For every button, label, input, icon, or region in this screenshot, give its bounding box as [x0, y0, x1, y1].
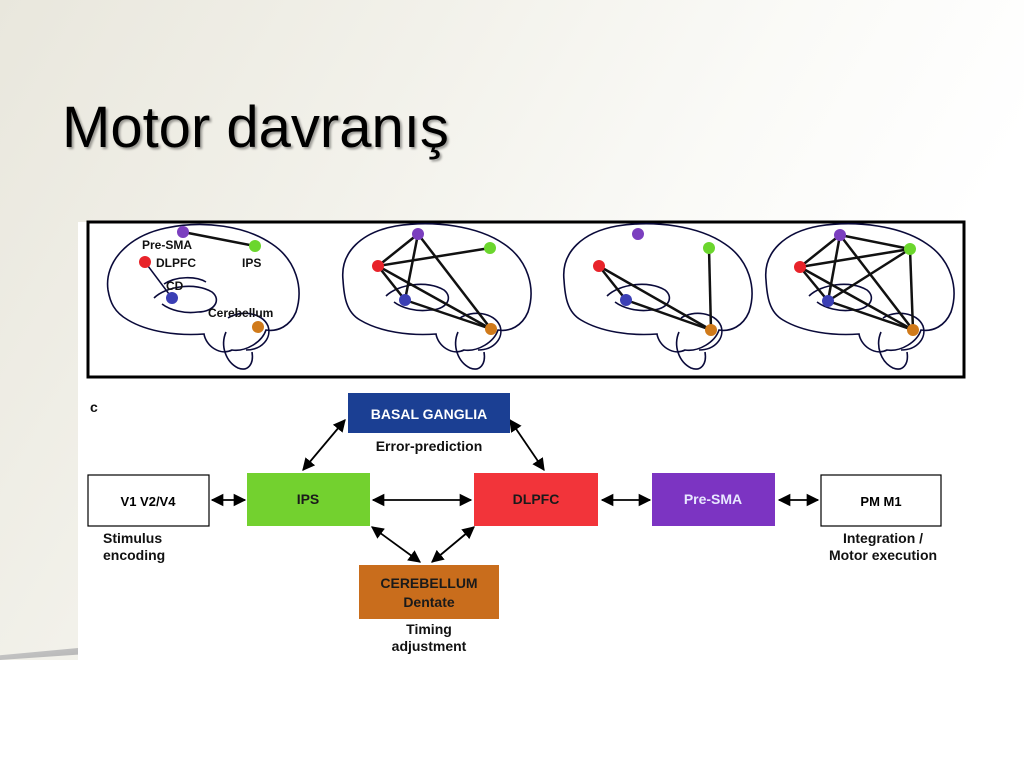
cerebellum-box-label-2: Dentate	[403, 594, 455, 610]
cerebellum-node-3	[705, 324, 717, 336]
integration-caption-2: Motor execution	[829, 547, 937, 563]
dlpfc-node-2	[372, 260, 384, 272]
stimulus-caption-1: Stimulus	[103, 530, 162, 546]
brain-panel: Pre-SMA DLPFC IPS CD Cerebellum	[86, 220, 966, 379]
diagram-arrows	[210, 418, 820, 563]
v1-v2v4-label: V1 V2/V4	[121, 494, 177, 509]
timing-caption-2: adjustment	[392, 638, 467, 654]
cd-node-4	[822, 295, 834, 307]
cerebellum-box-label-1: CEREBELLUM	[380, 575, 477, 591]
brain-3-connections	[598, 247, 713, 332]
pre-sma-node-3	[632, 228, 644, 240]
ips-box	[247, 473, 370, 526]
cerebellum-label: Cerebellum	[208, 306, 273, 320]
brain-outline-1	[106, 223, 300, 370]
arrow-ips-cerebellum	[370, 526, 422, 563]
dlpfc-node-3	[593, 260, 605, 272]
error-prediction-caption: Error-prediction	[376, 438, 483, 454]
cd-node-3	[620, 294, 632, 306]
cerebellum-box	[359, 565, 499, 619]
cerebellum-node-1	[252, 321, 264, 333]
basal-ganglia-label: BASAL GANGLIA	[371, 406, 487, 422]
dlpfc-node-1	[139, 256, 151, 268]
dlpfc-box	[474, 473, 598, 526]
pm-m1-label: PM M1	[860, 494, 901, 509]
brain-outline-2	[342, 222, 532, 370]
slide-footer-area	[0, 660, 1024, 768]
arrow-dlpfc-cerebellum	[431, 526, 475, 563]
arrow-bg-dlpfc	[509, 418, 545, 472]
cd-node-2	[399, 294, 411, 306]
ips-box-label: IPS	[297, 491, 320, 507]
slide-title: Motor davranış	[62, 95, 449, 160]
dlpfc-label: DLPFC	[156, 256, 196, 270]
timing-caption-1: Timing	[406, 621, 452, 637]
pre-sma-box-label: Pre-SMA	[684, 491, 742, 507]
ips-node-1	[249, 240, 261, 252]
panel-letter: c	[90, 399, 98, 415]
dlpfc-box-label: DLPFC	[513, 491, 560, 507]
pm-m1-box	[820, 474, 942, 527]
cerebellum-node-2	[485, 323, 497, 335]
ips-node-2	[484, 242, 496, 254]
brain-2-connections	[377, 233, 492, 331]
ips-node-4	[904, 243, 916, 255]
brain-panel-frame	[86, 220, 966, 379]
network-diagram: c BASAL GANGLIA Error-prediction V1 V2/V…	[87, 393, 942, 654]
ips-node-3	[703, 242, 715, 254]
cd-label: CD	[166, 279, 184, 293]
stimulus-caption-2: encoding	[103, 547, 165, 563]
cerebellum-node-4	[907, 324, 919, 336]
brain-4-connections	[799, 233, 915, 332]
arrow-bg-ips	[302, 419, 346, 471]
brain-outline-4	[765, 222, 955, 370]
ips-label: IPS	[242, 256, 261, 270]
pre-sma-box	[652, 473, 775, 526]
basal-ganglia-box	[348, 393, 510, 433]
integration-caption-1: Integration /	[843, 530, 923, 546]
pre-sma-label: Pre-SMA	[142, 238, 192, 252]
v1-v2v4-box	[87, 474, 210, 527]
pre-sma-node-4	[834, 229, 846, 241]
pre-sma-node-1	[177, 226, 189, 238]
cd-node-1	[166, 292, 178, 304]
dlpfc-node-4	[794, 261, 806, 273]
pre-sma-node-2	[412, 228, 424, 240]
